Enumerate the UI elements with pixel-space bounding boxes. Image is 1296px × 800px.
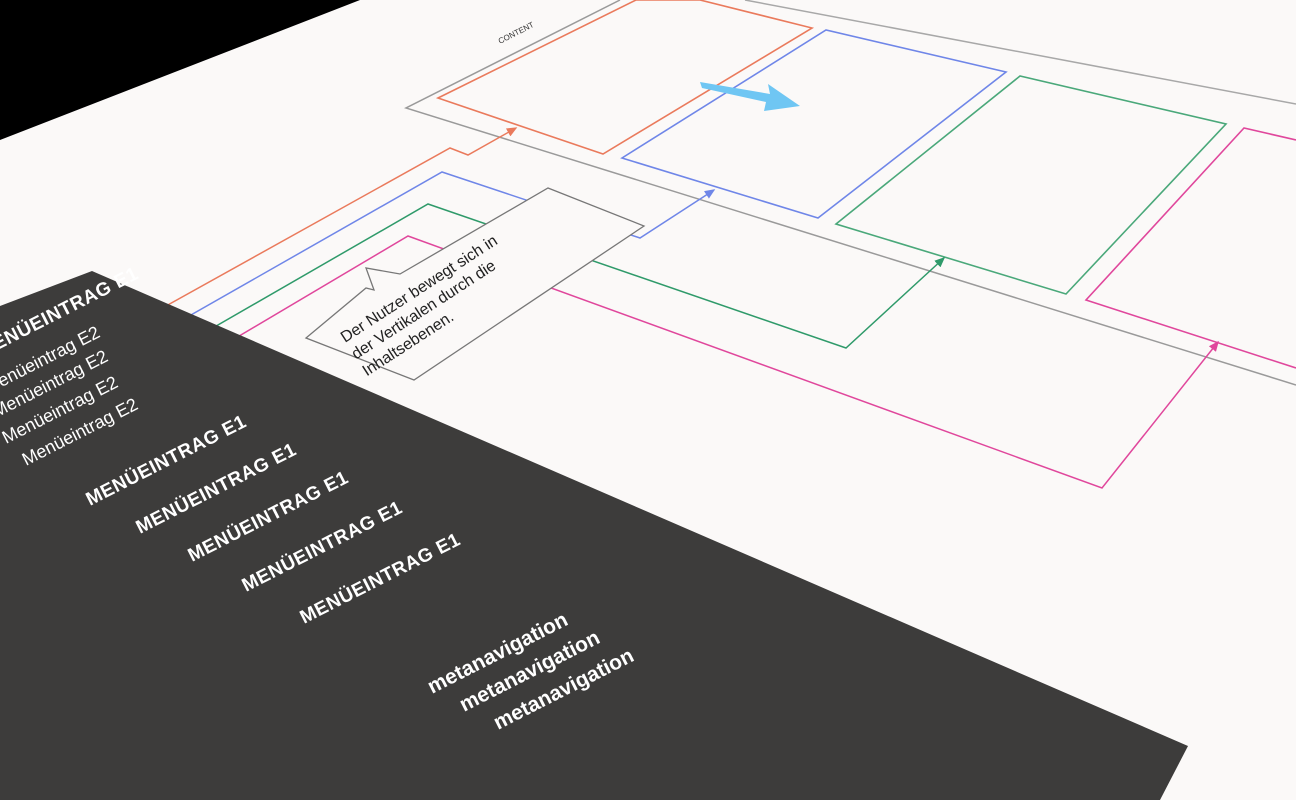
content-pane-blue — [620, 29, 1008, 219]
speech-bubble — [304, 187, 646, 381]
sidebar-panel — [0, 271, 1188, 800]
content-frame — [404, 0, 1296, 386]
connector-red — [129, 127, 518, 327]
content-frame-top — [744, 0, 1296, 105]
direction-arrow — [700, 82, 800, 111]
content-pane-red — [435, 0, 815, 155]
connector-green — [177, 203, 946, 349]
connector-magenta — [201, 235, 1219, 489]
content-pane-green — [834, 75, 1228, 295]
content-pane-magenta — [1084, 127, 1296, 369]
